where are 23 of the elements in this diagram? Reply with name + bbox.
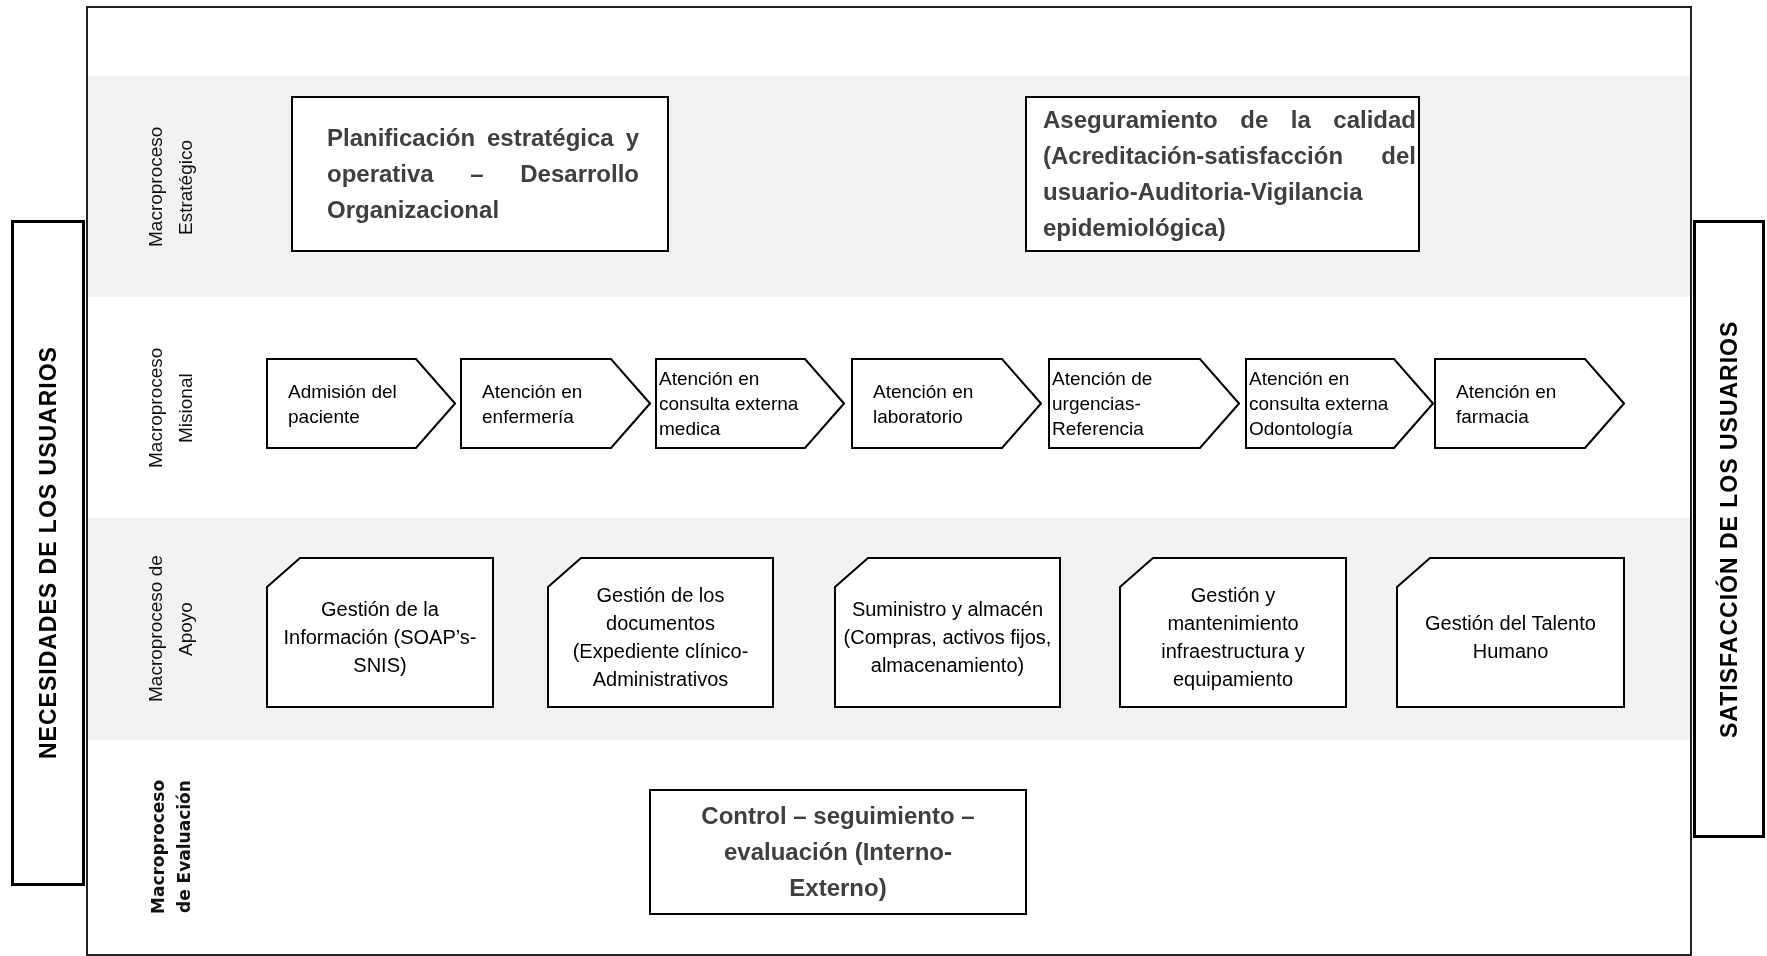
chevron-step: Atención de urgencias-Referencia [1048,358,1240,449]
chevron-step: Atención en laboratorio [851,358,1042,449]
support-process-box: Gestión de los documentos (Expediente clínico-Administrativos [547,557,774,708]
process-box: Planificación estratégica y operativa – Desarrollo Organizacional [291,96,669,252]
process-box: Control – seguimiento – evaluación (Interno-Externo) [649,789,1027,915]
support-process-box: Gestión de la Información (SOAP’s-SNIS) [266,557,494,708]
process-box: Aseguramiento de la calidad (Acreditación-satisfacción del usuario-Auditoria-Vigilancia epidemiológica) [1025,96,1420,252]
chevron-step: Admisión del paciente [266,358,456,449]
chevron-step: Atención en consulta externa medica [655,358,845,449]
lane-label: Macroproceso de Evaluación [147,778,195,917]
chevron-step: Atención en consulta externa Odontología [1245,358,1434,449]
side-label-box: NECESIDADES DE LOS USUARIOS [11,220,85,886]
swimlane-band [88,518,1690,740]
swimlane-band [88,76,1690,297]
chevron-step: Atención en farmacia [1434,358,1625,449]
support-process-box: Gestión y mantenimiento infraestructura y equipamiento [1119,557,1347,708]
chevron-step: Atención en enfermería [460,358,651,449]
lane-label: Macroproceso de Apoyo [144,554,197,705]
side-label-box: SATISFACCIÓN DE LOS USUARIOS [1693,220,1765,838]
support-process-box: Gestión del Talento Humano [1396,557,1625,708]
support-process-box: Suministro y almacén (Compras, activos fijos, almacenamiento) [834,557,1061,708]
lane-label: Macroproceso Estratégico [144,125,197,249]
lane-label: Macroproceso Misional [144,346,197,470]
